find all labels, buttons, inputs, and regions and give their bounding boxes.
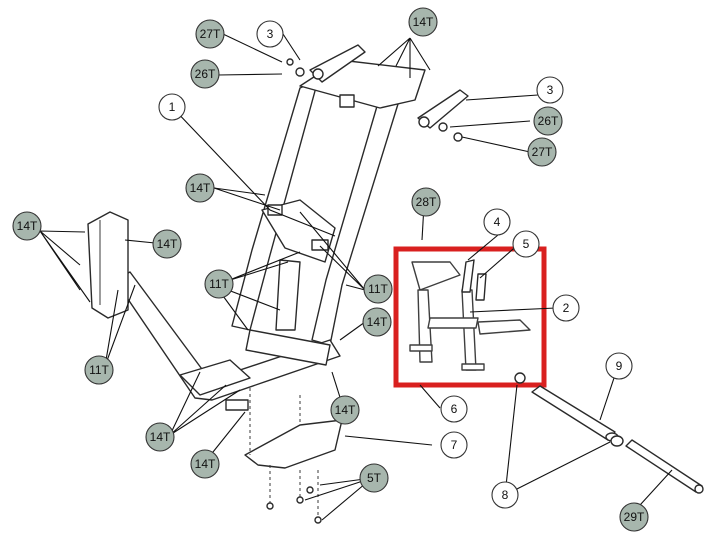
frame-lower-rear [245,329,331,366]
callout-label-n8: 8 [502,488,509,502]
bolt-5t-a [266,502,274,510]
callout-label-t11-right: 11T [368,282,388,296]
callout-label-n3-right: 3 [547,83,554,97]
balloon-n9 [605,352,633,380]
callout-label-t11-left-mid: 11T [209,277,229,291]
frame-lower-bracket [179,359,251,396]
balloon-t27-top [195,19,225,49]
frame-assembly [87,59,426,411]
balloon-t14-left-inner [152,229,182,259]
balloon-n7 [440,431,468,459]
callout-label-t14-bottom-left: 14T [150,430,171,444]
balloon-t14-bottom [190,449,220,479]
highlight-box [393,246,547,388]
balloon-t11-left-mid [204,269,234,299]
callout-label-n4: 4 [494,215,501,229]
balloon-t14-bottom-left [145,422,175,452]
stand-spring [461,259,475,293]
headstock-bracket [87,211,129,319]
balloon-n1 [158,93,186,121]
balloon-n2 [552,294,580,322]
balloon-t14-top [408,7,438,37]
balloon-n8 [491,481,519,509]
callout-label-t26-right: 26T [538,114,559,128]
pivot-bolt-long [625,439,703,493]
callout-label-t5: 5T [367,471,382,485]
balloon-n3-right [536,76,564,104]
stand-foot-r [461,363,485,371]
washer-26t-top [295,67,305,77]
callout-label-t14-bottom: 14T [195,457,216,471]
balloon-t5 [359,463,389,493]
callout-balloons: 27T 3 14T 26T 3 26T 27T 1 14T 28T 14T 14T 11T 11T 11T 1… [12,7,649,532]
stand-foot-l [409,344,433,352]
callout-label-t29: 29T [624,510,645,524]
balloon-t26-top [190,59,220,89]
bracket-c [339,94,355,108]
balloon-t14-bottom-right [330,395,360,425]
callout-label-t14-bottom-right: 14T [335,403,356,417]
callout-label-n9: 9 [616,359,623,373]
callout-label-t14-right: 14T [367,315,388,329]
bolt-5t-c [314,516,322,524]
callout-label-t14-left-frame: 14T [190,181,211,195]
balloon-t26-right [533,106,563,136]
callout-label-t26-top: 26T [195,67,216,81]
bushing-a [514,372,526,384]
callout-label-n2: 2 [563,301,570,315]
leader-lines [39,33,673,521]
bushing-b [610,435,624,447]
balloon-n6 [440,395,468,423]
callout-label-t28: 28T [416,195,437,209]
skid-plate [244,419,343,469]
callout-label-n7: 7 [451,438,458,452]
stand-leg-right [461,289,477,371]
callout-label-t14-top: 14T [413,15,434,29]
frame-inner-tube [275,259,301,331]
callout-label-t27-right: 27T [532,145,553,159]
bolt-5t-d [306,486,314,494]
callout-label-n3-top: 3 [267,27,274,41]
stand-crossbar [427,317,479,329]
center-stand [409,261,531,371]
pivot-bolt-head [694,484,704,494]
balloon-t27-right [527,137,557,167]
callout-label-n6: 6 [451,402,458,416]
balloon-t11-right [363,274,393,304]
balloon-n4 [483,208,511,236]
balloon-t14-left-frame [185,173,215,203]
stand-pin [475,273,487,301]
bolt-27t-top [286,58,294,66]
balloon-t28 [411,187,441,217]
callout-label-n1: 1 [169,100,176,114]
bolt-27t-right [453,132,463,142]
balloon-t14-right [362,307,392,337]
arm-right-pivot [418,116,430,128]
bracket-a [267,204,283,216]
bracket-b [311,239,329,251]
balloon-n3-top [256,20,284,48]
balloon-n5 [512,230,540,258]
callout-label-t14-left-inner: 14T [157,237,178,251]
axle-short [531,385,616,441]
washer-26t-right [438,122,448,132]
stand-top [411,261,461,291]
bracket-d [225,399,249,411]
balloon-t11-left-bottom [84,355,114,385]
callout-label-t14-far-left: 14T [17,219,38,233]
stand-foot-lever [477,319,531,335]
balloon-t14-far-left [12,211,42,241]
balloon-t29 [619,502,649,532]
callout-label-t27-top: 27T [200,27,221,41]
frame-lower-sweep [114,271,341,401]
bolt-5t-b [296,496,304,504]
stand-leg-left [417,289,433,363]
arm-top-pivot [312,68,324,80]
callout-label-t11-left-bottom: 11T [89,363,109,377]
callout-label-n5: 5 [523,237,530,251]
